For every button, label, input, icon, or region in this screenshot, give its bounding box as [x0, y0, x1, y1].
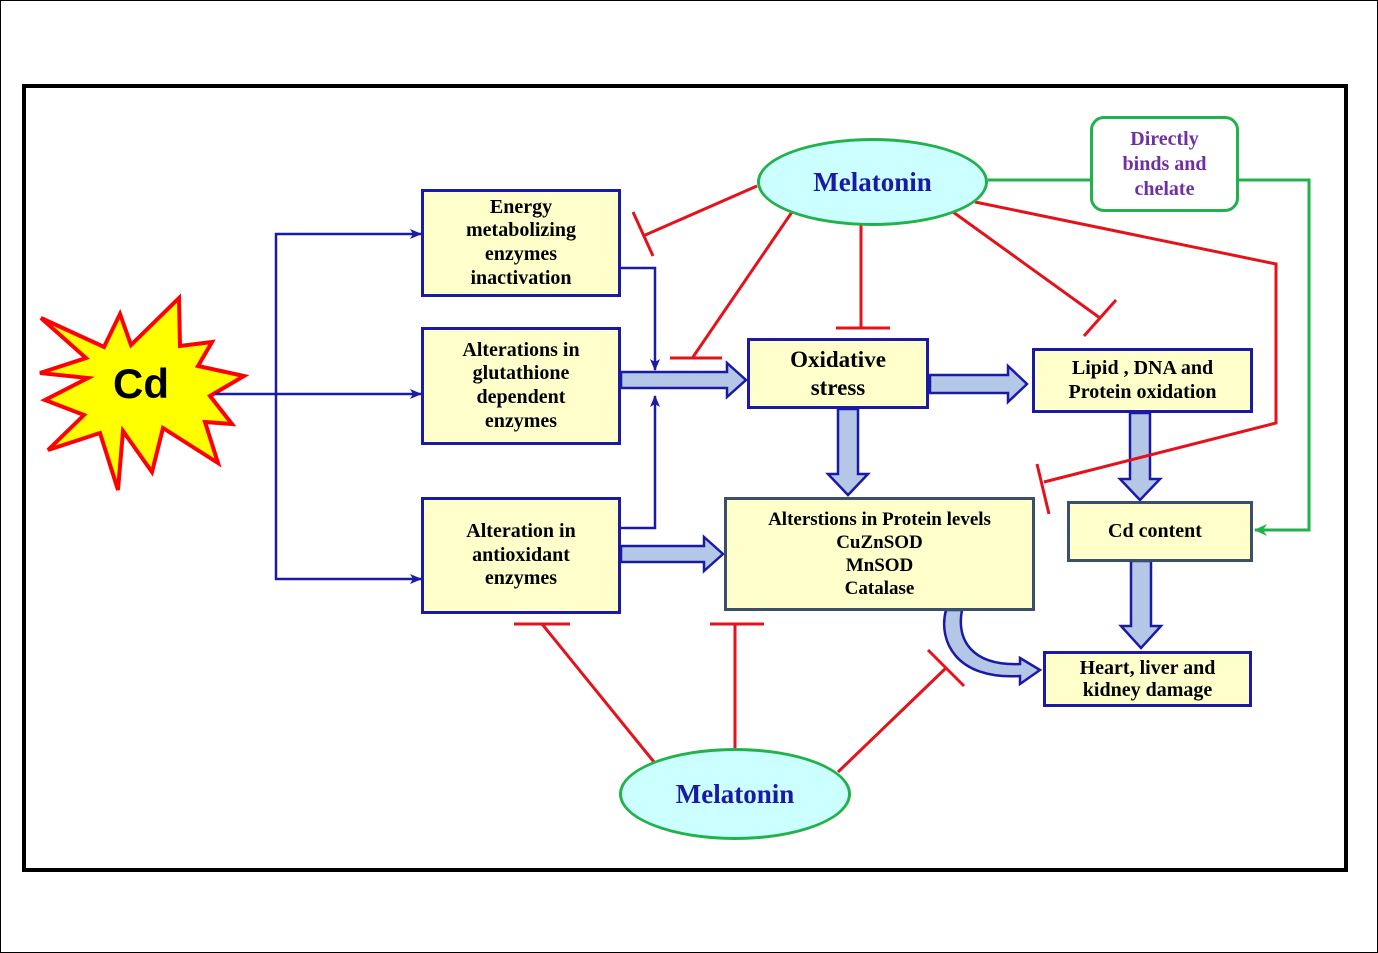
antioxidant-line: antioxidant — [472, 543, 570, 566]
lipid-line: Protein oxidation — [1068, 380, 1217, 403]
block-arrow-oxidative-to-lipid — [928, 363, 1029, 405]
chelate-line: chelate — [1134, 177, 1195, 200]
diagram-frame — [22, 84, 1348, 872]
chelate-line: binds and — [1122, 152, 1207, 175]
chelate-box: Directly binds and chelate — [1090, 116, 1239, 212]
protein-levels-line: MnSOD — [845, 555, 914, 576]
protein-levels-line: CuZnSOD — [836, 531, 923, 553]
melatonin-inhibition-lines — [514, 184, 1278, 774]
energy-line: inactivation — [470, 266, 572, 289]
block-arrow-glutathione-to-oxidative — [619, 360, 748, 400]
glutathione-line: Alterations in — [462, 338, 580, 361]
energy-line: metabolizing — [466, 219, 576, 242]
cd-label: Cd — [113, 360, 169, 407]
protein-levels-line: Catalase — [844, 578, 915, 600]
glutathione-line: dependent — [476, 386, 566, 408]
chelate-line: Directly — [1130, 127, 1199, 150]
energy-enzymes-box: Energy metabolizing enzymes inactivation — [421, 189, 621, 297]
energy-line: Energy — [489, 195, 553, 218]
energy-line: enzymes — [484, 243, 558, 265]
protein-levels-box: Alterstions in Protein levels CuZnSOD Mn… — [724, 497, 1035, 611]
lipid-line: Lipid , DNA and — [1071, 356, 1214, 379]
glutathione-line: glutathione — [472, 362, 570, 385]
melatonin-top-label: Melatonin — [813, 166, 932, 197]
glutathione-enzymes-box: Alterations in glutathione dependent enz… — [421, 327, 621, 445]
curved-arrow-protein-to-damage — [942, 608, 1043, 687]
cd-content-label: Cd content — [1108, 519, 1202, 542]
melatonin-bottom-ellipse: Melatonin — [619, 748, 851, 840]
block-arrow-oxidative-to-protein — [825, 407, 871, 497]
melatonin-bottom-label: Melatonin — [675, 778, 795, 809]
cd-activation-arrows — [215, 229, 660, 584]
antioxidant-line: enzymes — [484, 567, 558, 590]
damage-line: Heart, liver and — [1079, 656, 1216, 679]
oxidative-line: stress — [810, 374, 866, 400]
antioxidant-line: Alteration in — [466, 520, 576, 543]
lipid-dna-oxidation-box: Lipid , DNA and Protein oxidation — [1032, 348, 1253, 413]
oxidative-stress-box: Oxidative stress — [747, 338, 929, 409]
block-arrow-cdcontent-to-damage — [1118, 559, 1164, 650]
chelate-path — [988, 178, 1311, 536]
cd-content-box: Cd content — [1067, 501, 1253, 562]
organ-damage-box: Heart, liver and kidney damage — [1043, 651, 1252, 707]
cd-star-burst — [39, 293, 250, 491]
damage-line: kidney damage — [1082, 679, 1213, 701]
antioxidant-enzymes-box: Alteration in antioxidant enzymes — [421, 497, 621, 614]
protein-levels-line: Alterstions in Protein levels — [768, 508, 991, 530]
melatonin-top-ellipse: Melatonin — [757, 138, 988, 226]
block-arrows — [619, 360, 1164, 687]
glutathione-line: enzymes — [484, 409, 558, 432]
block-arrow-antioxidant-to-protein — [619, 534, 725, 574]
oxidative-line: Oxidative — [790, 347, 886, 373]
